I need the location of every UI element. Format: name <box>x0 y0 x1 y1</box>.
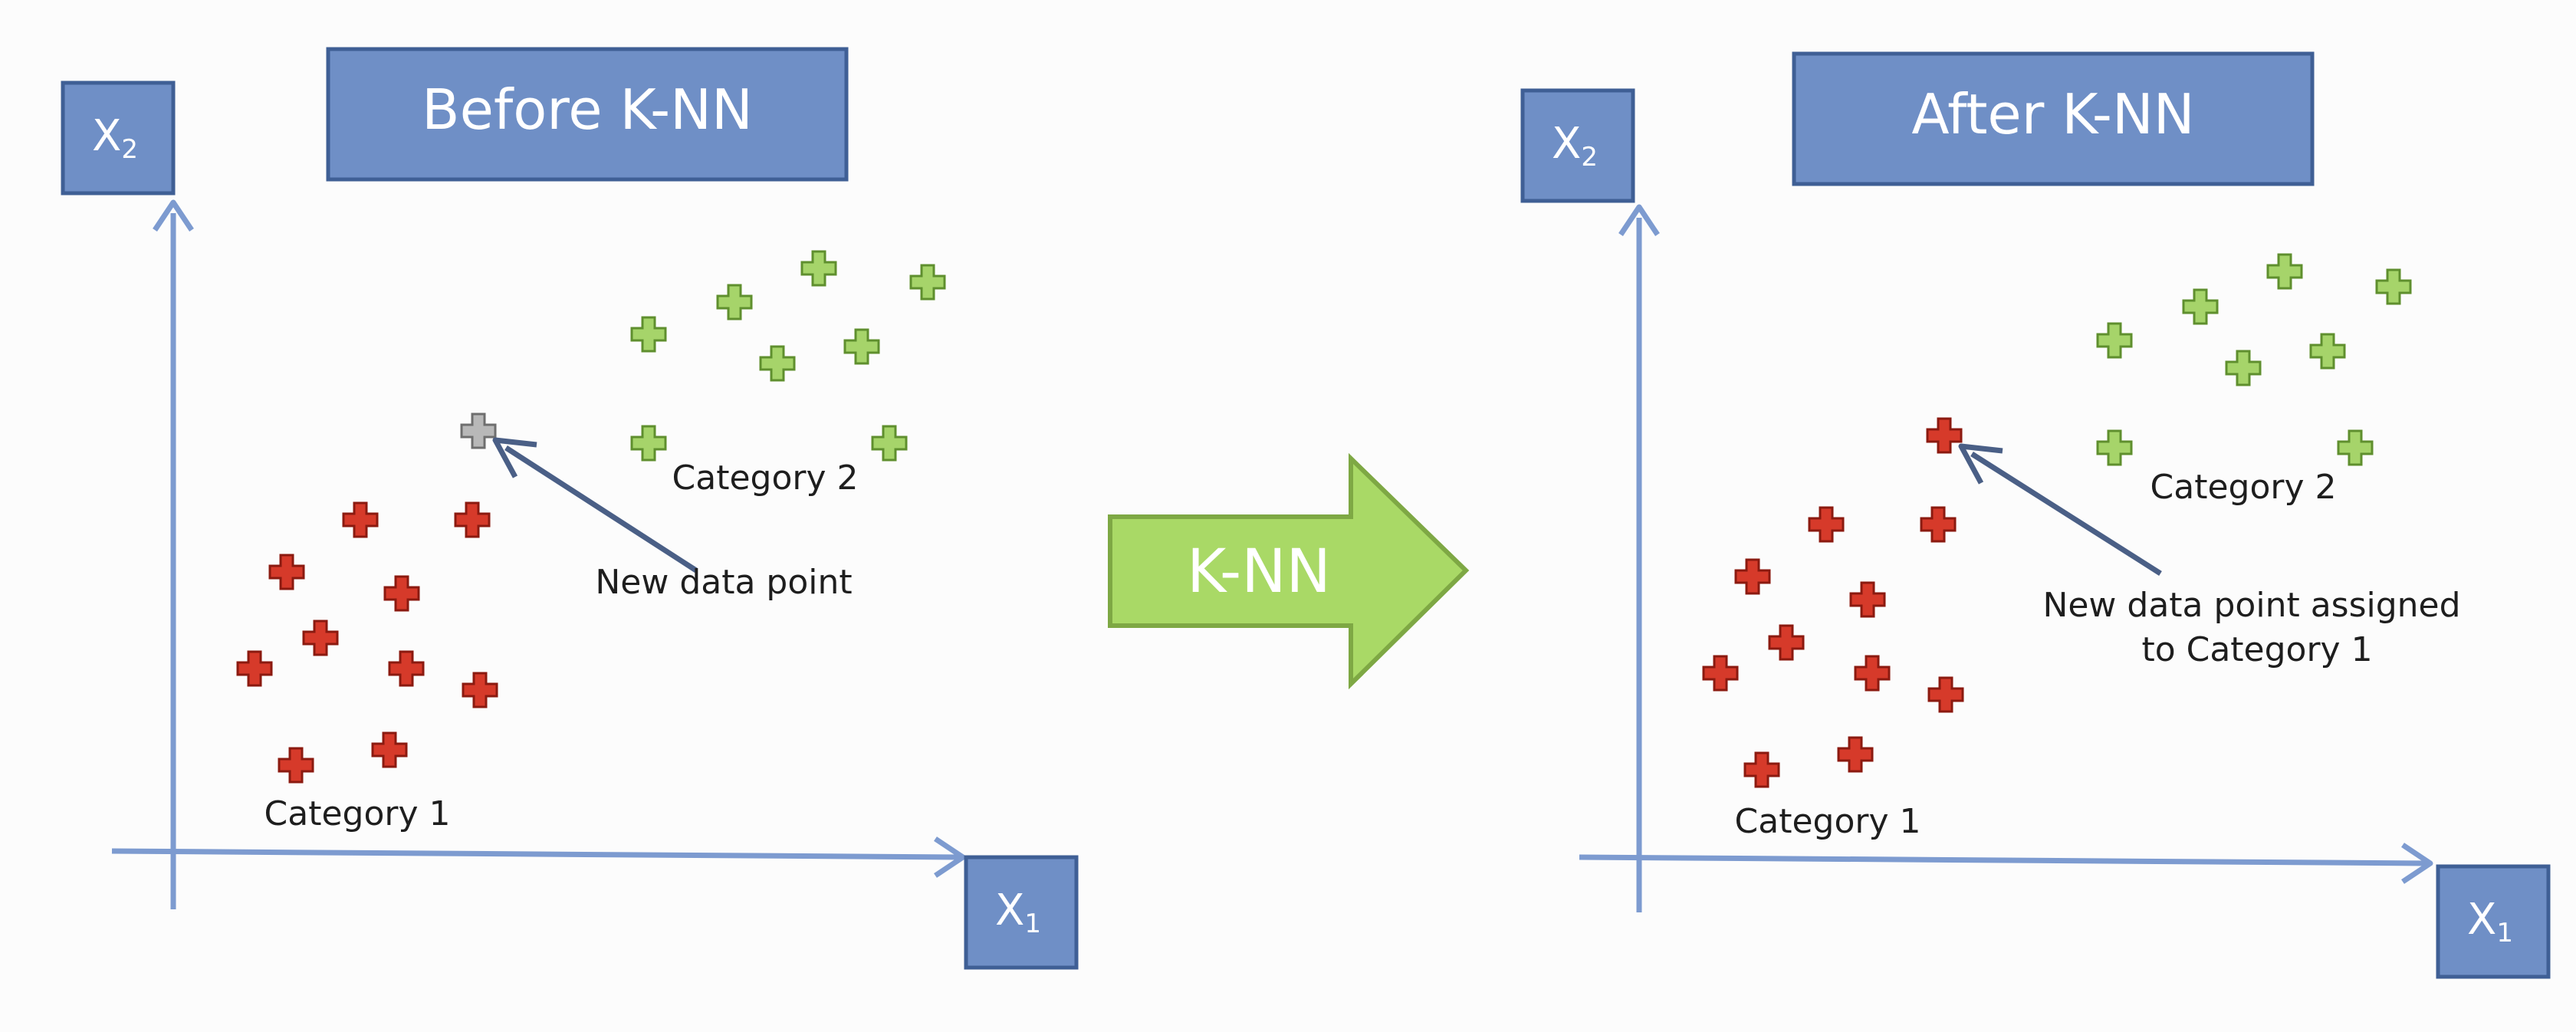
panel-after: After K-NN X2 X1 Category 2 <box>1520 51 2551 979</box>
category2-point <box>716 284 753 320</box>
x-axis-label-box <box>2436 864 2551 979</box>
new-point-pointer-head <box>1958 443 2003 485</box>
category1-point <box>1837 736 1874 773</box>
panel-before: Before K-NN X2 X1 Category 2 New d <box>61 47 1079 970</box>
new-data-point-assigned <box>1926 417 1963 454</box>
category1-label: Category 1 <box>1735 802 1921 841</box>
category1-point <box>1743 751 1780 788</box>
category1-point <box>1920 506 1957 543</box>
category1-point <box>1768 624 1805 661</box>
category1-point <box>383 575 420 612</box>
category1-label: Category 1 <box>264 794 451 833</box>
y-axis-label: X2 <box>1552 119 1598 173</box>
x-axis-label: X1 <box>2467 895 2513 948</box>
y-axis-arrowhead <box>1618 204 1660 236</box>
category1-point <box>388 650 425 687</box>
category1-point <box>1927 676 1964 713</box>
category2-point <box>630 425 667 462</box>
category1-points <box>236 501 498 784</box>
category2-point <box>2096 429 2133 466</box>
knn-arrow-shape <box>1108 452 1470 690</box>
x-axis-arrowhead <box>2401 843 2433 884</box>
category1-point <box>236 650 273 687</box>
category1-point <box>302 620 339 656</box>
category1-point <box>462 672 498 708</box>
category2-point <box>2337 429 2374 466</box>
panel-title-box <box>1792 51 2315 186</box>
panel-title: After K-NN <box>1911 82 2194 146</box>
knn-arrow: K-NN <box>1108 452 1470 690</box>
new-point-pointer <box>1970 452 2162 576</box>
category2-point <box>759 345 796 382</box>
category1-point <box>1854 655 1891 692</box>
category2-point <box>843 328 880 365</box>
category1-point <box>1849 581 1886 618</box>
new-point-pointer-head <box>492 437 537 478</box>
category1-point <box>1734 558 1771 595</box>
y-axis-arrowhead <box>153 199 194 232</box>
category2-point <box>630 316 667 353</box>
new-point-label: New data point <box>595 563 852 602</box>
category2-point <box>800 250 837 287</box>
category2-point <box>2309 333 2346 370</box>
category2-point <box>909 264 946 301</box>
category1-point <box>342 501 379 538</box>
x-axis-label-box <box>964 855 1079 970</box>
x-axis-label: X1 <box>995 886 1041 939</box>
y-axis-label: X2 <box>92 111 138 165</box>
y-axis-label-box <box>1520 88 1635 203</box>
new-data-point <box>460 412 497 449</box>
new-point-pointer <box>504 445 698 573</box>
category1-point <box>268 554 305 590</box>
panel-title-box <box>326 47 849 182</box>
category2-point <box>2266 253 2303 290</box>
category2-point <box>2096 322 2133 359</box>
category2-points <box>630 250 946 462</box>
category1-point <box>1702 655 1739 692</box>
x-axis-line <box>111 848 959 860</box>
knn-arrow-label: K-NN <box>1187 537 1331 606</box>
category1-point <box>371 731 408 768</box>
category1-points <box>1702 506 1964 788</box>
category2-label: Category 2 <box>672 458 859 498</box>
category2-point <box>2182 288 2219 325</box>
category2-point <box>2225 350 2262 386</box>
x-axis-line <box>1579 854 2426 866</box>
y-axis-label-box <box>61 81 176 196</box>
panel-title: Before K-NN <box>422 77 753 142</box>
category1-point <box>454 501 491 538</box>
category2-point <box>2375 268 2412 305</box>
new-point-label: New data point assigned to Category 1 <box>2042 586 2471 669</box>
category2-label: Category 2 <box>2150 468 2337 507</box>
x-axis-arrowhead <box>934 836 966 878</box>
category1-point <box>1808 506 1845 543</box>
category2-point <box>871 425 908 462</box>
category2-points <box>2096 253 2412 466</box>
category1-point <box>278 747 314 784</box>
